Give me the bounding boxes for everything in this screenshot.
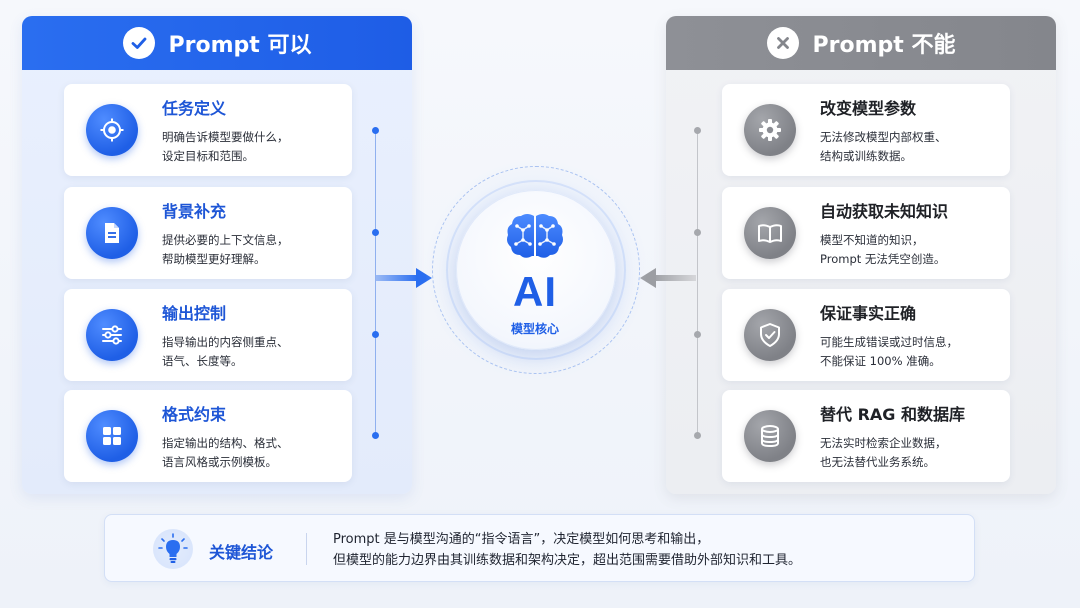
- conclusion-line: Prompt 是与模型沟通的“指令语言”，决定模型如何思考和输出，: [333, 532, 710, 547]
- card-desc: 可能生成错误或过时信息， 不能保证 100% 准确。: [820, 333, 958, 371]
- card-desc: 提供必要的上下文信息， 帮助模型更好理解。: [162, 231, 289, 269]
- desc-line: 指定输出的结构、格式、: [162, 435, 289, 450]
- key-conclusion-box: 关键结论 Prompt 是与模型沟通的“指令语言”，决定模型如何思考和输出， 但…: [104, 514, 975, 582]
- sliders-icon: [86, 309, 138, 361]
- card-desc: 无法修改模型内部权重、 结构或训练数据。: [820, 128, 947, 166]
- document-icon: [86, 207, 138, 259]
- can-do-header: Prompt 可以: [22, 16, 412, 70]
- left-connector-line: [375, 130, 376, 436]
- conclusion-line: 但模型的能力边界由其训练数据和架构决定，超出范围需要借助外部知识和工具。: [333, 553, 802, 568]
- desc-line: 无法修改模型内部权重、: [820, 129, 947, 144]
- check-icon: [122, 27, 155, 59]
- card-background: 背景补充 提供必要的上下文信息， 帮助模型更好理解。: [64, 187, 352, 279]
- card-title: 输出控制: [162, 303, 227, 323]
- desc-line: 可能生成错误或过时信息，: [820, 334, 958, 349]
- desc-line: 模型不知道的知识，: [820, 232, 924, 247]
- card-title: 任务定义: [162, 98, 227, 118]
- can-do-panel: Prompt 可以 任务定义 明确告诉模型要做什么， 设定目标和范围。: [22, 16, 412, 494]
- desc-line: 提供必要的上下文信息，: [162, 232, 289, 247]
- desc-line: 无法实时检索企业数据，: [820, 435, 947, 450]
- shield-check-icon: [744, 309, 796, 361]
- can-do-title: Prompt 可以: [168, 33, 312, 58]
- card-change-params: 改变模型参数 无法修改模型内部权重、 结构或训练数据。: [722, 84, 1010, 176]
- card-title: 背景补充: [162, 201, 227, 221]
- card-desc: 无法实时检索企业数据， 也无法替代业务系统。: [820, 434, 965, 472]
- desc-line: 指导输出的内容侧重点、: [162, 334, 289, 349]
- conclusion-title: 关键结论: [209, 543, 274, 562]
- card-unknown-knowledge: 自动获取未知知识 模型不知道的知识， Prompt 无法凭空创造。: [722, 187, 1010, 279]
- gear-icon: [744, 104, 796, 156]
- cannot-do-title: Prompt 不能: [812, 33, 956, 58]
- card-desc: 明确告诉模型要做什么， 设定目标和范围。: [162, 128, 289, 166]
- card-title: 保证事实正确: [820, 303, 917, 323]
- cannot-do-header: Prompt 不能: [666, 16, 1056, 70]
- connector-dot: [372, 432, 379, 439]
- card-title: 格式约束: [162, 404, 227, 424]
- arrow-right-icon: [376, 268, 432, 288]
- connector-dot: [372, 127, 379, 134]
- card-format-constraint: 格式约束 指定输出的结构、格式、 语言风格或示例模板。: [64, 390, 352, 482]
- card-fact-accuracy: 保证事实正确 可能生成错误或过时信息， 不能保证 100% 准确。: [722, 289, 1010, 381]
- connector-dot: [694, 331, 701, 338]
- cannot-do-panel: Prompt 不能 改变模型参数 无法修改模型内部权重、: [666, 16, 1056, 494]
- desc-line: 也无法替代业务系统。: [820, 454, 935, 469]
- connector-dot: [694, 127, 701, 134]
- desc-line: Prompt 无法凭空创造。: [820, 251, 946, 266]
- card-title: 改变模型参数: [820, 98, 917, 118]
- core-outer-ring: [432, 166, 640, 374]
- core-title: AI: [513, 268, 557, 315]
- connector-dot: [372, 331, 379, 338]
- connector-dot: [694, 432, 701, 439]
- grid-icon: [86, 410, 138, 462]
- desc-line: 明确告诉模型要做什么，: [162, 129, 289, 144]
- brain-icon: [507, 214, 563, 258]
- close-icon: [766, 27, 799, 59]
- desc-line: 结构或训练数据。: [820, 148, 912, 163]
- card-task-definition: 任务定义 明确告诉模型要做什么， 设定目标和范围。: [64, 84, 352, 176]
- core-subtitle: 模型核心: [510, 322, 559, 336]
- conclusion-text: Prompt 是与模型沟通的“指令语言”，决定模型如何思考和输出， 但模型的能力…: [333, 529, 801, 571]
- conclusion-divider: [306, 533, 307, 565]
- right-connector-line: [697, 130, 698, 436]
- card-desc: 模型不知道的知识， Prompt 无法凭空创造。: [820, 231, 948, 269]
- desc-line: 不能保证 100% 准确。: [820, 353, 941, 368]
- card-output-control: 输出控制 指导输出的内容侧重点、 语气、长度等。: [64, 289, 352, 381]
- target-icon: [86, 104, 138, 156]
- core-middle-ring: [446, 180, 626, 360]
- desc-line: 语言风格或示例模板。: [162, 454, 277, 469]
- desc-line: 语气、长度等。: [162, 353, 243, 368]
- card-title: 自动获取未知知识: [820, 201, 949, 221]
- desc-line: 设定目标和范围。: [162, 148, 254, 163]
- card-desc: 指定输出的结构、格式、 语言风格或示例模板。: [162, 434, 289, 472]
- database-icon: [744, 410, 796, 462]
- book-icon: [744, 207, 796, 259]
- desc-line: 帮助模型更好理解。: [162, 251, 266, 266]
- card-title: 替代 RAG 和数据库: [820, 404, 965, 424]
- connector-dot: [694, 229, 701, 236]
- card-desc: 指导输出的内容侧重点、 语气、长度等。: [162, 333, 289, 371]
- connector-dot: [372, 229, 379, 236]
- card-replace-rag: 替代 RAG 和数据库 无法实时检索企业数据， 也无法替代业务系统。: [722, 390, 1010, 482]
- arrow-left-icon: [640, 268, 696, 288]
- lightbulb-icon: [153, 529, 193, 569]
